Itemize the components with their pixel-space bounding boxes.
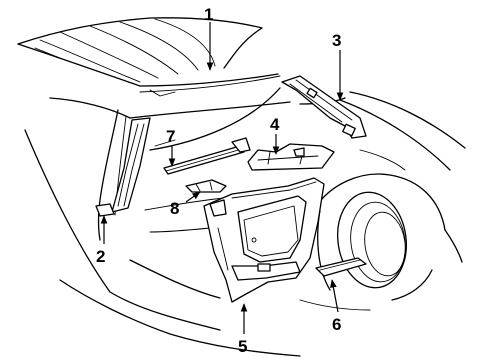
callout-6: 6 [332, 315, 341, 334]
callout-5: 5 [238, 337, 247, 356]
part-8-clip [185, 179, 227, 193]
part-5-lower-quarter-panel [203, 177, 325, 303]
callout-2: 2 [96, 247, 105, 266]
callout-1: 1 [204, 5, 213, 24]
leader-lines [100, 22, 344, 334]
leader-8 [185, 191, 201, 203]
callout-7: 7 [166, 127, 175, 146]
leader-6 [330, 279, 339, 313]
rear-wheel [337, 191, 407, 289]
callout-3: 3 [332, 31, 341, 50]
part-2-pillar-trim [95, 117, 151, 217]
part-7-window-moulding [163, 137, 251, 175]
callout-labels: 1 2 3 4 5 6 7 8 [96, 5, 341, 356]
part-3-upper-quarter-trim [281, 75, 367, 139]
part-4-belt-trim [247, 143, 335, 171]
callout-8: 8 [170, 199, 179, 218]
part-6-sill-strip [315, 257, 367, 277]
callout-4: 4 [270, 115, 280, 134]
car-body-outline [17, 17, 466, 357]
